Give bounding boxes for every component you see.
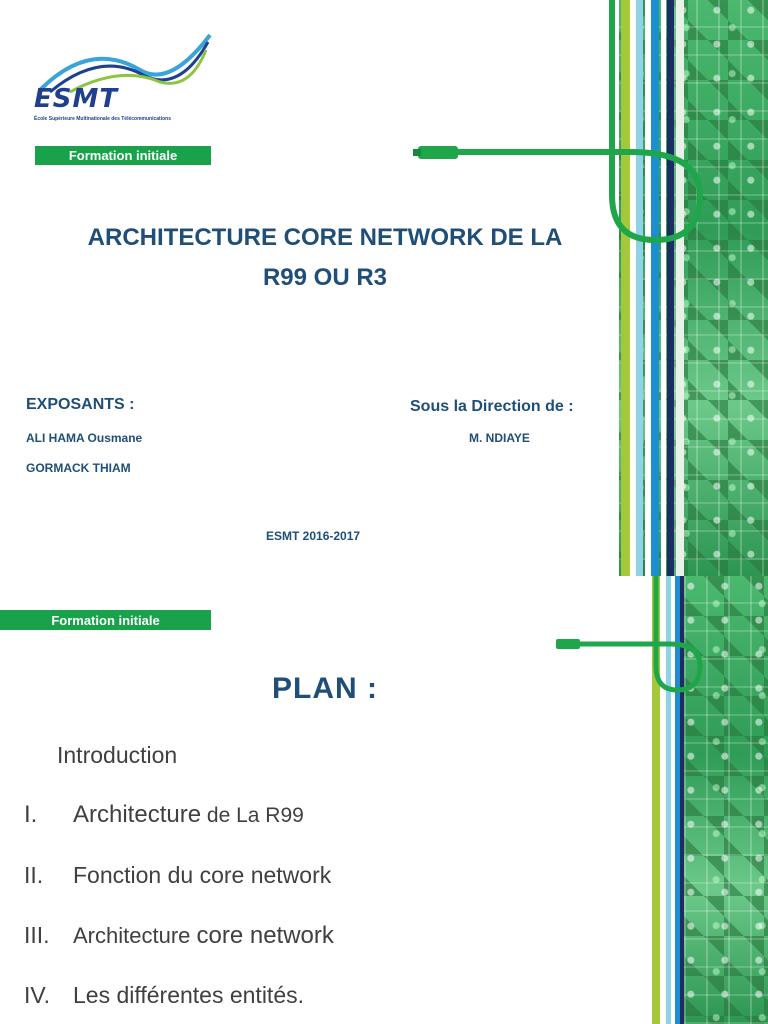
director-name: M. NDIAYE <box>469 431 530 445</box>
presenters-heading: EXPOSANTS : <box>26 396 135 413</box>
network-cable-graphic <box>413 0 704 244</box>
plan-slide: Formation initiale PLAN : Introduction I… <box>0 576 768 1024</box>
plan-item-1-main: Architecture <box>73 801 202 828</box>
network-cable-graphic <box>556 576 703 693</box>
direction-heading: Sous la Direction de : <box>410 398 574 415</box>
plan-item-1-rest: de La R99 <box>201 804 304 827</box>
plan-introduction: Introduction <box>57 742 178 768</box>
stripe-gap <box>660 576 666 1024</box>
stripe-gap3 <box>661 0 666 576</box>
plan-item-3: Architecture core network <box>73 922 334 950</box>
academic-year: ESMT 2016-2017 <box>266 529 361 543</box>
formation-initiale-bar: Formation initiale <box>35 146 211 165</box>
stripe-lime <box>621 0 630 576</box>
stripe-blue <box>651 0 659 576</box>
stripe-gap <box>630 0 636 576</box>
plan-item-1: Architecture de La R99 <box>73 801 304 829</box>
plan-item-4-main: Les différentes entités. <box>73 982 304 1008</box>
plan-item-3-number: III. <box>24 922 50 948</box>
esmt-logo-swoosh <box>38 33 212 94</box>
stripe-blue <box>675 576 680 1024</box>
plan-item-4: Les différentes entités. <box>73 982 304 1009</box>
presenter-1: ALI HAMA Ousmane <box>26 431 143 445</box>
circuit-board-background <box>684 576 768 1024</box>
stripe-gap2 <box>645 0 651 576</box>
stripe-navy <box>667 0 674 576</box>
stripe-pale <box>676 0 684 576</box>
plan-item-3-rest: core network <box>196 922 334 949</box>
plan-item-1-number: I. <box>24 801 38 828</box>
plan-item-2-main: Fonction du core network <box>73 862 332 888</box>
plan-title: PLAN : <box>272 672 378 705</box>
esmt-logo-text: ESMT <box>34 84 119 114</box>
formation-initiale-bar: Formation initiale <box>0 610 211 630</box>
stripe-lime <box>652 576 660 1024</box>
presenter-2: GORMACK THIAM <box>26 461 131 475</box>
plan-item-3-main: Architecture <box>73 923 197 948</box>
esmt-logo-subtitle: École Supérieure Multinationale des Télé… <box>34 116 171 122</box>
title-slide: ESMT École Supérieure Multinationale des… <box>26 0 768 576</box>
stripe-light-blue <box>666 576 671 1024</box>
plan-item-2-number: II. <box>24 862 44 888</box>
slide-title-line2: R99 OU R3 <box>262 264 388 291</box>
plan-item-2: Fonction du core network <box>73 862 331 889</box>
stripe-navy <box>680 576 684 1024</box>
slide-title-line1: ARCHITECTURE CORE NETWORK DE LA <box>87 224 563 251</box>
stripe-light-blue <box>636 0 643 576</box>
plan-item-4-number: IV. <box>24 982 51 1008</box>
stripe-gap2 <box>671 576 675 1024</box>
